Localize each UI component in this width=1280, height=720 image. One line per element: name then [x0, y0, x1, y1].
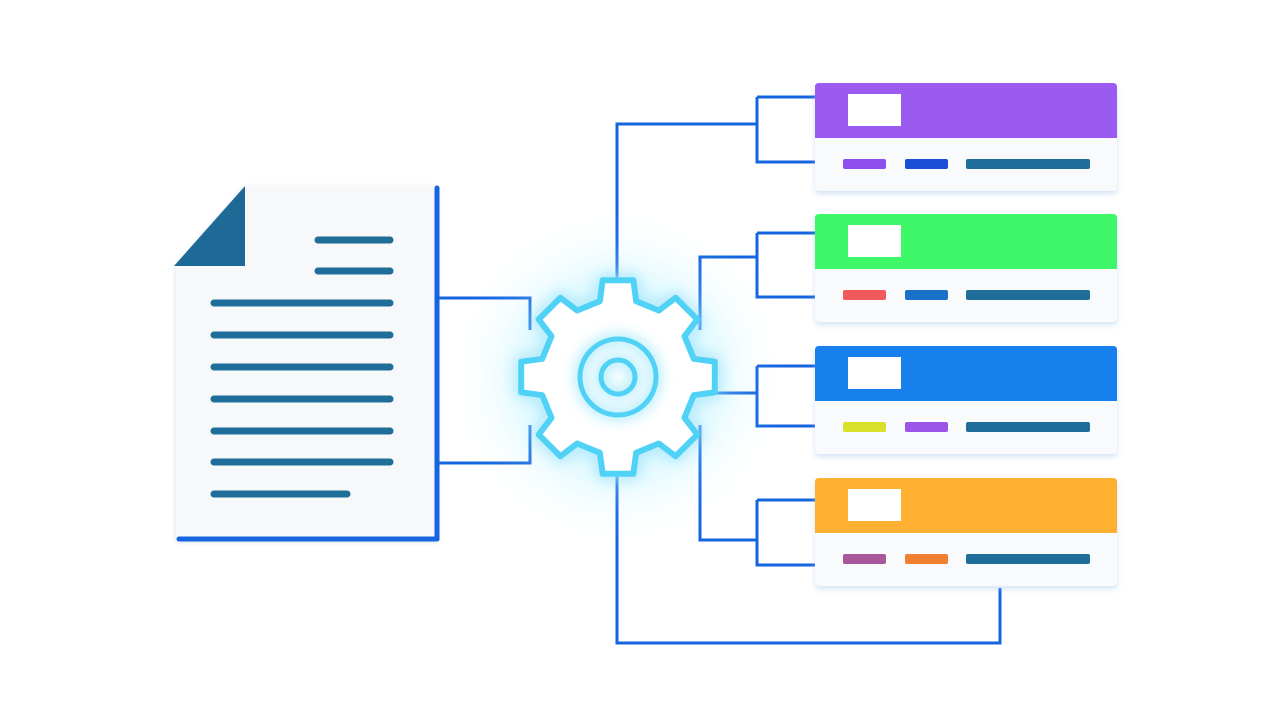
connector-line	[615, 470, 1002, 645]
output-card-blue	[815, 346, 1117, 454]
connector-line	[755, 231, 815, 299]
document-folded-corner	[174, 186, 245, 266]
output-card-green	[815, 214, 1117, 322]
card-tag	[966, 422, 1090, 432]
output-cards	[815, 83, 1117, 586]
gear-icon	[508, 267, 728, 487]
card-tag	[905, 290, 948, 300]
card-tag	[905, 159, 948, 169]
card-header-label-box	[848, 357, 901, 389]
connector-line	[755, 95, 815, 164]
card-header-label-box	[848, 225, 901, 257]
card-tag	[843, 422, 886, 432]
output-card-purple	[815, 83, 1117, 191]
document-icon	[174, 185, 440, 542]
card-tag	[843, 554, 886, 564]
card-tag	[966, 290, 1090, 300]
card-header-label-box	[848, 94, 901, 126]
connector-line	[755, 498, 815, 567]
connector-line	[755, 364, 815, 428]
gear-ring-inner	[598, 357, 638, 397]
card-tag	[966, 554, 1090, 564]
output-card-orange	[815, 478, 1117, 586]
gear-ring-outer	[577, 336, 659, 418]
card-tag	[966, 159, 1090, 169]
card-header-label-box	[848, 489, 901, 521]
card-tag	[843, 290, 886, 300]
card-tag	[843, 159, 886, 169]
connector-line	[698, 425, 757, 542]
connector-line	[437, 296, 532, 330]
document-text-lines	[210, 236, 394, 498]
connector-line	[615, 122, 757, 283]
gear-outline	[518, 277, 718, 477]
card-tag	[905, 422, 948, 432]
card-tag	[905, 554, 948, 564]
connector-line	[437, 425, 532, 465]
